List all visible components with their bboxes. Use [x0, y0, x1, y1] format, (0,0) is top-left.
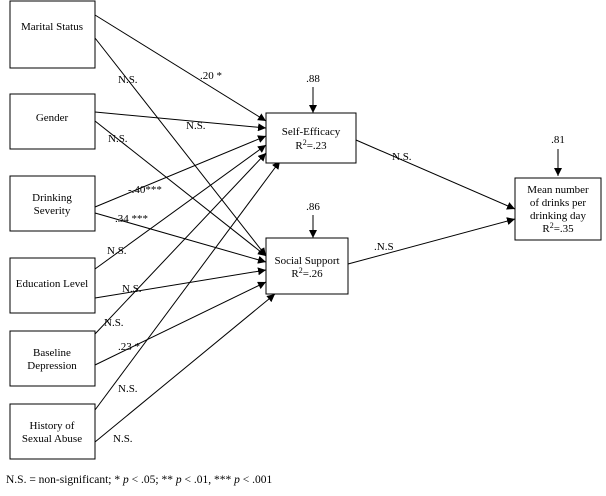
edge-abuse-to-self-efficacy — [94, 160, 281, 411]
r2-value: =.26 — [303, 268, 323, 280]
r2-prefix: R — [542, 223, 550, 235]
r2-superscript: 2 — [303, 138, 307, 147]
path-label-self-efficacy-to-outcome: N.S. — [392, 151, 412, 163]
r2-prefix: R — [291, 268, 299, 280]
path-label-education-to-self-efficacy: N.S. — [107, 245, 127, 257]
edge-marital-to-social-support — [94, 37, 267, 257]
node-label-line-2: of drinks per — [530, 197, 587, 209]
node-label-line-1: Social Support — [274, 255, 339, 267]
node-r2: R2=.35 — [542, 221, 574, 235]
edge-education-to-self-efficacy — [94, 144, 267, 270]
path-arrows — [94, 14, 562, 443]
path-label-marital-to-social-support: N.S. — [118, 74, 138, 86]
node-r2: R2=.23 — [295, 138, 327, 152]
node-label-line-1: Self-Efficacy — [282, 126, 341, 138]
node-drinking-severity: Drinking Severity — [9, 175, 96, 232]
edge-gender-to-social-support — [94, 120, 267, 257]
path-label-depression-to-social-support: .23 * — [118, 341, 140, 353]
r2-prefix: R — [295, 140, 303, 152]
footnote-threshold-001: < .001 — [239, 474, 273, 486]
edge-depression-to-self-efficacy — [94, 152, 267, 335]
node-r2: R2=.26 — [291, 266, 323, 280]
edge-marital-to-self-efficacy — [94, 14, 267, 122]
r2-superscript: 2 — [299, 266, 303, 275]
path-label-abuse-to-self-efficacy: N.S. — [118, 383, 138, 395]
node-outcome: Mean number of drinks per drinking day R… — [514, 177, 602, 241]
path-label-education-to-social-support: N.S. — [122, 283, 142, 295]
edge-drinking-to-social-support — [94, 212, 267, 264]
node-label: Education Level — [16, 278, 88, 290]
node-label: Marital Status — [21, 21, 83, 33]
node-label-line-2: Sexual Abuse — [22, 433, 82, 445]
node-social-support: Social Support R2=.26 — [265, 237, 349, 295]
path-label-gender-to-social-support: N.S. — [108, 133, 128, 145]
path-label-depression-to-self-efficacy: N.S. — [104, 317, 124, 329]
edge-abuse-to-social-support — [94, 293, 276, 443]
node-marital-status: Marital Status — [9, 0, 96, 69]
edge-education-to-social-support — [94, 267, 267, 299]
path-label-drinking-to-social-support: .34 *** — [115, 213, 148, 225]
node-label-line-1: Mean number — [527, 184, 589, 196]
r2-superscript: 2 — [550, 221, 554, 230]
node-label-line-1: History of — [30, 420, 75, 432]
residual-label-self-efficacy: .88 — [306, 73, 320, 85]
significance-footnote: N.S. = non-significant; * p < .05; ** p … — [6, 474, 272, 486]
path-label-drinking-to-self-efficacy: -.40*** — [128, 184, 162, 196]
path-label-abuse-to-social-support: N.S. — [113, 433, 133, 445]
edge-gender-to-self-efficacy — [94, 111, 267, 132]
node-label-line-1: Drinking — [32, 192, 72, 204]
node-gender: Gender — [9, 93, 96, 150]
residual-label-outcome: .81 — [551, 134, 565, 146]
footnote-ns: N.S. = non-significant; * — [6, 474, 124, 486]
node-label-line-3: drinking day — [530, 210, 586, 222]
residual-label-social-support: .86 — [306, 201, 320, 213]
path-label-social-support-to-outcome: .N.S — [374, 241, 394, 253]
path-label-marital-to-self-efficacy: .20 * — [200, 70, 222, 82]
footnote-threshold-05: < .05; ** — [128, 474, 176, 486]
node-label: Gender — [36, 112, 69, 124]
footnote-p-symbol: p — [123, 474, 129, 486]
node-label-line-1: Baseline — [33, 347, 71, 359]
node-self-efficacy: Self-Efficacy R2=.23 — [265, 112, 357, 164]
r2-value: =.23 — [307, 140, 327, 152]
footnote-p-symbol: p — [175, 474, 182, 486]
edge-depression-to-social-support — [94, 281, 267, 366]
node-education-level: Education Level — [9, 257, 96, 314]
r2-value: =.35 — [554, 223, 574, 235]
node-label-line-2: Severity — [34, 205, 71, 217]
node-history-sexual-abuse: History of Sexual Abuse — [9, 403, 96, 460]
footnote-threshold-01: < .01, *** — [181, 474, 235, 486]
node-baseline-depression: Baseline Depression — [9, 330, 96, 387]
edge-self-efficacy-to-outcome — [355, 139, 516, 210]
edge-drinking-to-self-efficacy — [94, 135, 267, 208]
footnote-p-symbol: p — [234, 474, 240, 486]
node-label-line-2: Depression — [27, 360, 77, 372]
edge-social-support-to-outcome — [347, 217, 516, 265]
path-label-gender-to-self-efficacy: N.S. — [186, 120, 206, 132]
